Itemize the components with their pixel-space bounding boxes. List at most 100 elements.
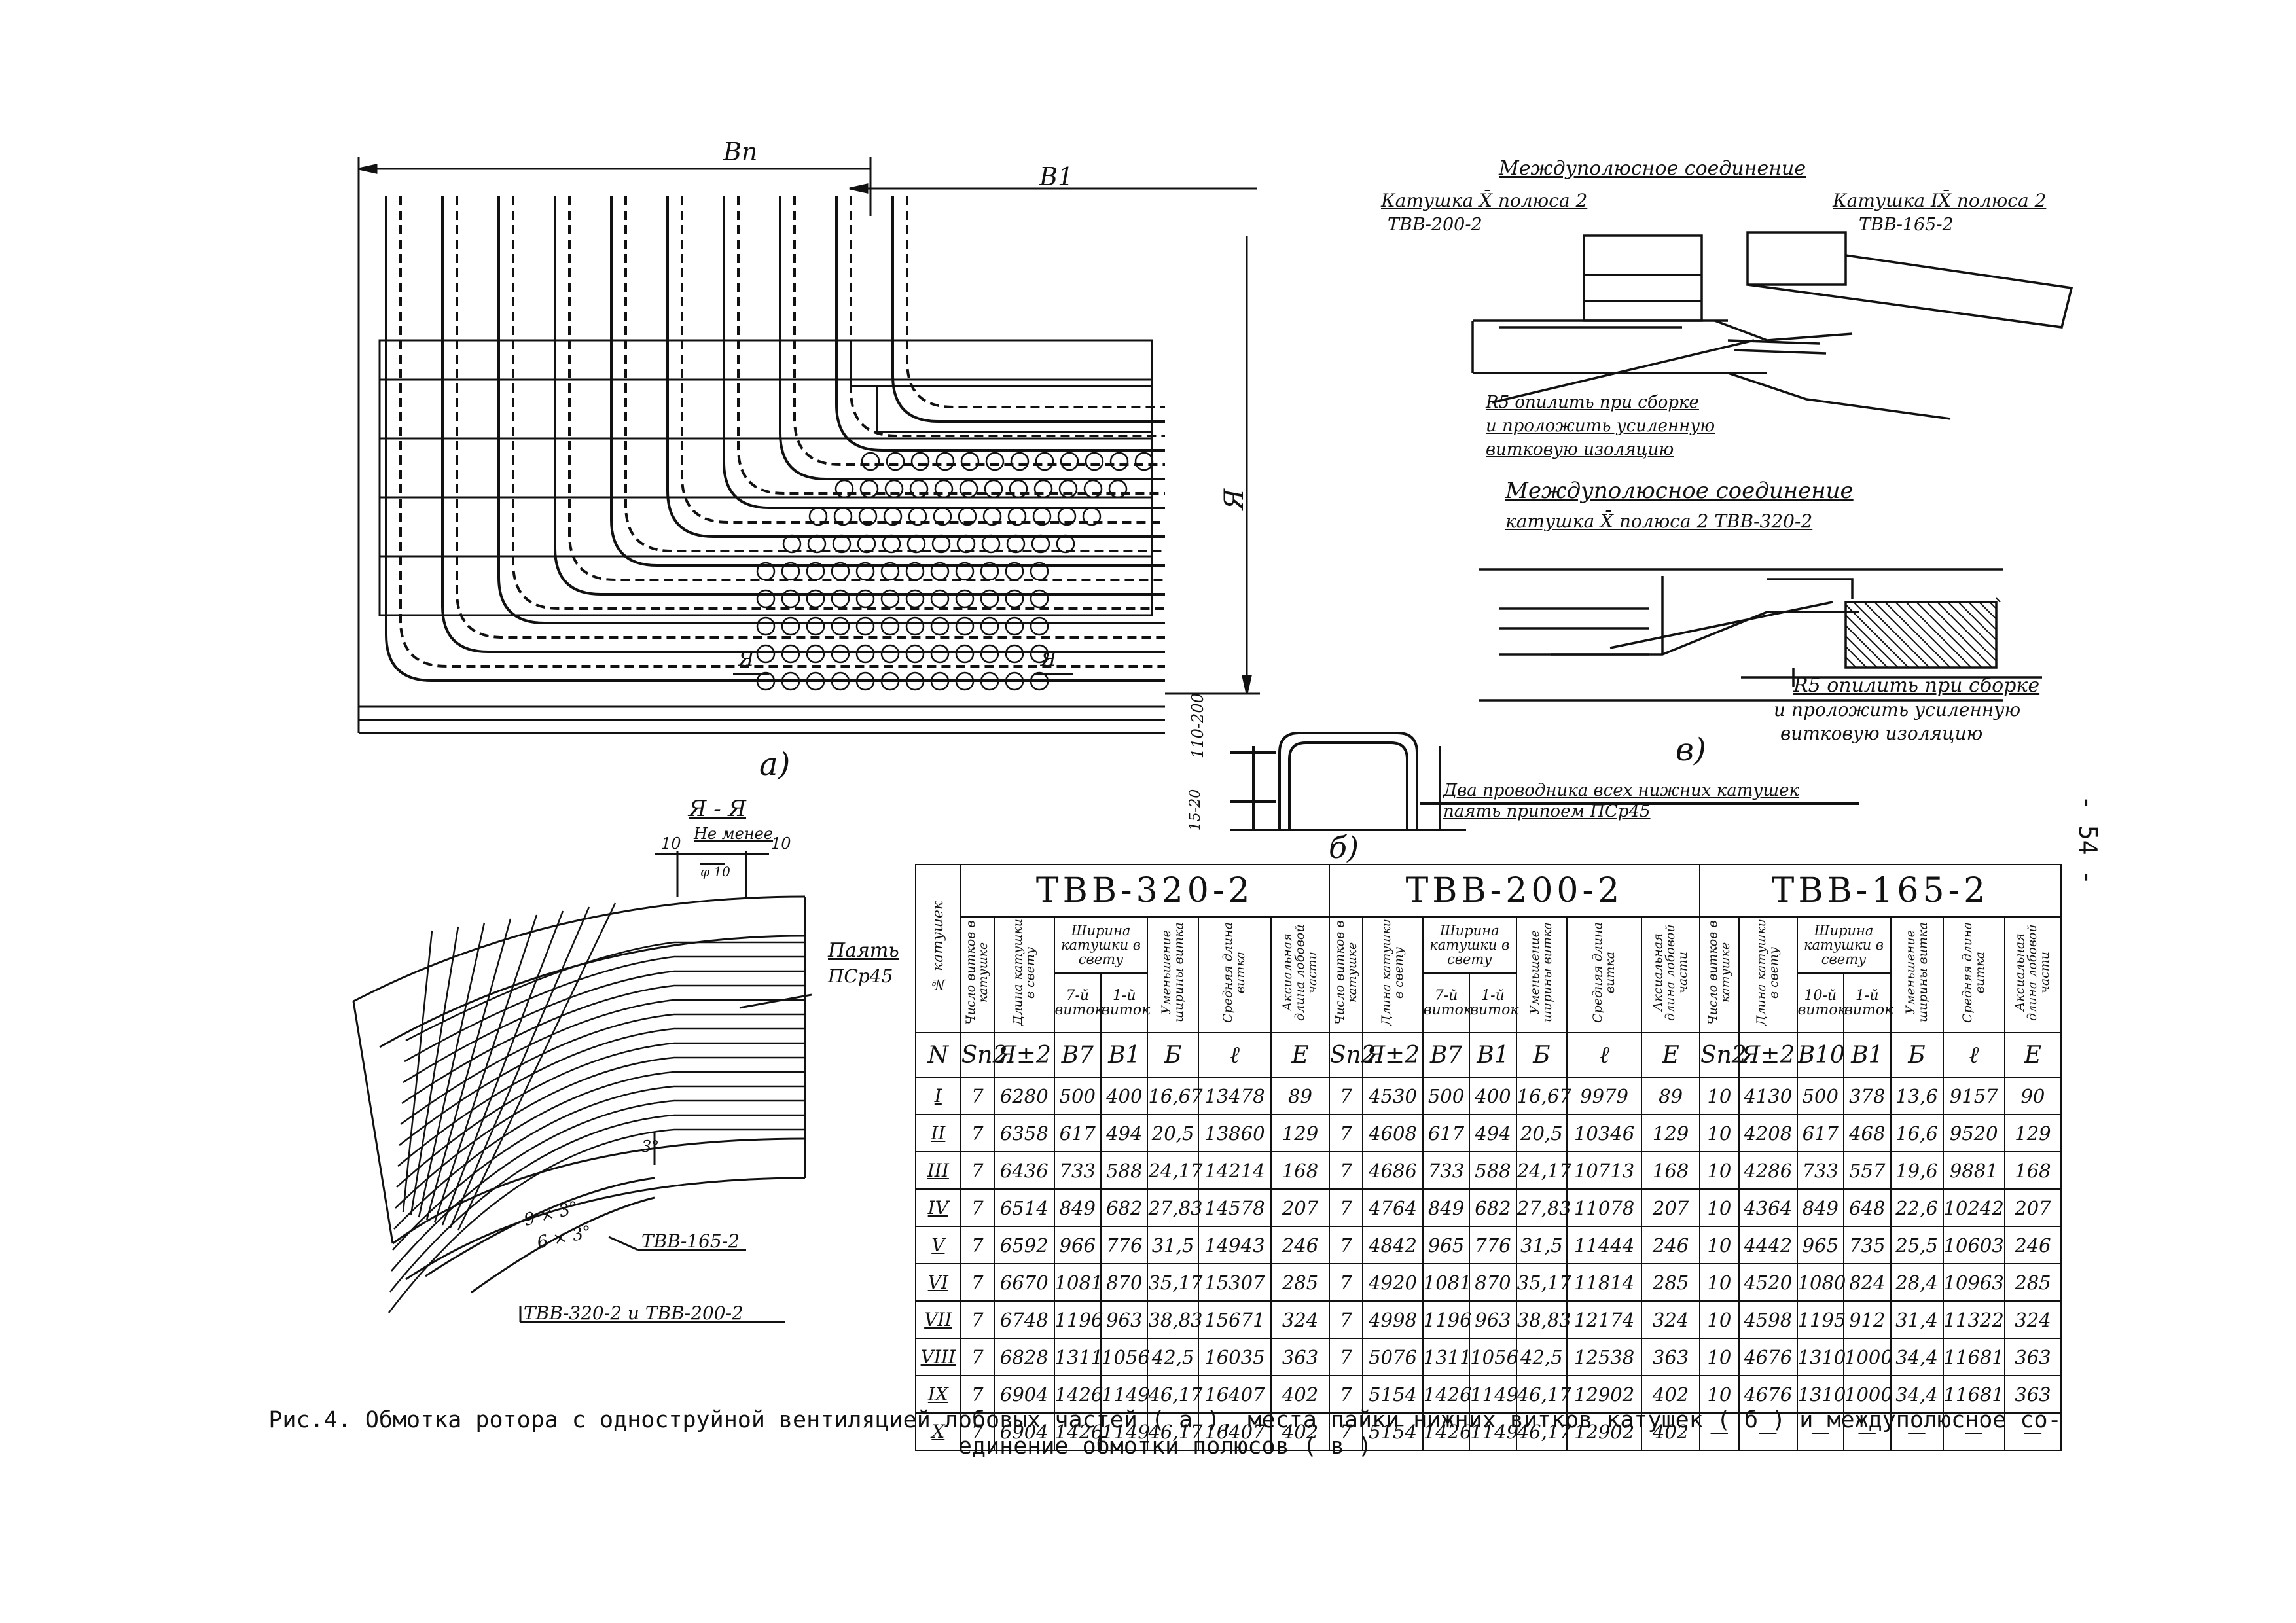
table-cell: 682 (1100, 1188, 1149, 1227)
hatch-line (1853, 601, 1920, 668)
table-cell: 16,6 (1890, 1114, 1944, 1152)
hatch-line (1947, 601, 1997, 651)
table-cell: 89 (1641, 1077, 1700, 1115)
coil-parameter-table: № катушек ТВВ-320-2 ТВВ-200-2 ТВВ-165-2 … (915, 864, 2062, 1451)
table-cell: 870 (1100, 1263, 1149, 1302)
table-cell: 46,17 (1515, 1412, 1571, 1451)
symbol-set165-3: B1 (1843, 1032, 1892, 1078)
table-cell: 7 (960, 1300, 996, 1339)
ventilation-hole (861, 452, 880, 471)
coil-bend (779, 196, 1165, 480)
table-cell: 9979 (1566, 1077, 1643, 1115)
table-cell: 4842 (1362, 1226, 1424, 1264)
wedge-line (425, 918, 512, 1221)
hatch-line (1863, 601, 1930, 668)
ventilation-hole (955, 671, 975, 691)
table-cell: 1056 (1100, 1338, 1150, 1376)
coil-bend (906, 196, 1165, 408)
table-cell: 912 (1843, 1300, 1892, 1339)
table-cell: 14214 (1197, 1151, 1272, 1190)
table-cell: 1426 (1422, 1375, 1472, 1414)
symbol-set320-1: Я±2 (994, 1032, 1055, 1078)
table-cell: 16407 (1197, 1375, 1272, 1414)
table-cell: 7 (960, 1375, 996, 1414)
length-header-200: Длина катушки в свету (1362, 916, 1424, 1033)
lamination-line (391, 1099, 805, 1272)
table-cell: 31,4 (1890, 1300, 1944, 1339)
table-cell: 9881 (1942, 1151, 2005, 1190)
hatch-line (1845, 656, 1857, 668)
figure-a-label: а) (759, 746, 791, 783)
ventilation-hole (981, 534, 1001, 554)
table-cell: 500 (1053, 1077, 1102, 1115)
ventilation-hole (886, 452, 905, 471)
ventilation-hole (781, 644, 800, 664)
coil-bend (497, 196, 1165, 624)
interpole-title-2: Междуполюсное соединение (1505, 478, 1854, 504)
ventilation-hole (880, 562, 900, 581)
table-cell: 5154 (1362, 1412, 1424, 1451)
ventilation-hole (1006, 534, 1026, 554)
table-cell: 90 (2003, 1077, 2062, 1115)
ventilation-hole (1108, 479, 1128, 499)
ventilation-hole (909, 479, 929, 499)
coil-bend (456, 196, 1165, 639)
ventilation-hole (855, 589, 875, 609)
coil-number-cell: III (915, 1151, 961, 1190)
ventilation-hole (955, 589, 975, 609)
wedge-line (441, 910, 564, 1226)
section-angle: 3° (641, 1137, 660, 1156)
note2-line1: R5 опилить при сборке (1793, 674, 2040, 697)
ventilation-hole (1010, 452, 1030, 471)
table-cell: 4208 (1738, 1114, 1798, 1152)
ventilation-hole (806, 671, 825, 691)
model-left-label: ТВВ-200-2 (1388, 215, 1482, 235)
ventilation-hole (984, 479, 1003, 499)
ventilation-hole (1032, 507, 1052, 526)
hatch-line (1968, 601, 1997, 630)
ventilation-hole (781, 671, 800, 691)
table-cell: 682 (1469, 1188, 1517, 1227)
table-cell: 5076 (1362, 1338, 1424, 1376)
lamination-line (397, 1027, 805, 1167)
table-cell: 7 (1328, 1226, 1364, 1264)
table-cell: 11444 (1566, 1226, 1643, 1264)
table-cell: 15307 (1197, 1263, 1272, 1302)
ventilation-hole (906, 534, 926, 554)
table-cell: 10963 (1942, 1263, 2005, 1302)
symbol-set320-5: ℓ (1197, 1032, 1272, 1078)
hatch-line (1926, 601, 1993, 668)
coil-number-cell: VIII (915, 1338, 961, 1376)
coil-number-cell: VII (915, 1300, 961, 1339)
table-cell: 363 (2003, 1375, 2062, 1414)
width-header-320: Ширина катушки в свету (1053, 916, 1149, 974)
table-cell: 849 (1053, 1188, 1102, 1227)
coil-bend (891, 196, 1165, 423)
wedge-line (449, 906, 590, 1228)
table-cell: 16,67 (1147, 1077, 1203, 1115)
table-cell: 7 (1328, 1375, 1364, 1414)
table-cell: 500 (1422, 1077, 1471, 1115)
coil-bend (737, 196, 1165, 495)
ventilation-hole (982, 507, 1002, 526)
table-cell: 16,67 (1515, 1077, 1571, 1115)
width-second-320: 1-й виток (1100, 972, 1150, 1033)
table-cell: 12902 (1566, 1375, 1643, 1414)
ventilation-hole (955, 616, 975, 636)
ventilation-hole (1083, 479, 1103, 499)
wedge-line (418, 922, 486, 1218)
coil-number-cell: I (915, 1077, 961, 1115)
symbol-set200-1: Я±2 (1362, 1032, 1424, 1078)
table-cell: 4608 (1362, 1114, 1424, 1152)
ventilation-hole (1030, 562, 1049, 581)
ventilation-hole (880, 616, 900, 636)
table-cell: — (1890, 1412, 1944, 1451)
table-cell: 285 (1270, 1263, 1330, 1302)
